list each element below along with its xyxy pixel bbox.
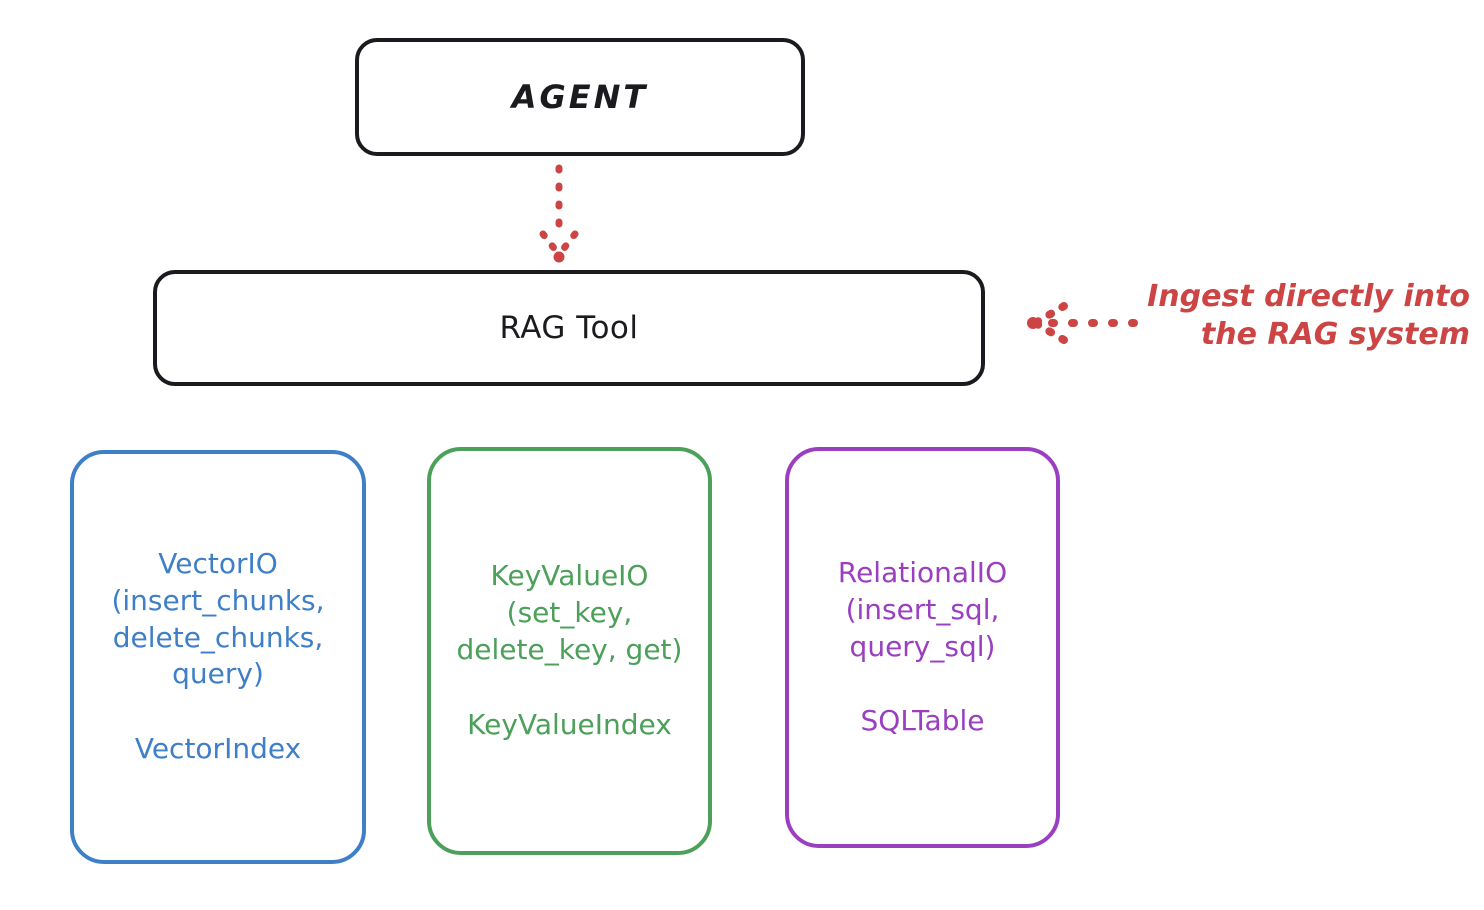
annotation-line-2: the RAG system <box>1200 317 1470 353</box>
annotation-ingest-note: Ingest directly into the RAG system <box>1140 278 1470 355</box>
dotted-arrow-down-icon <box>539 164 579 263</box>
node-relational-io-index: SQLTable <box>860 704 985 738</box>
node-rag-tool-label: RAG Tool <box>499 310 639 346</box>
node-key-value-io-signature-line-2: delete_key, get) <box>456 633 683 666</box>
node-key-value-io-index: KeyValueIndex <box>467 707 672 741</box>
node-vector-io-index: VectorIndex <box>134 732 302 766</box>
node-vector-io-title: VectorIO <box>158 546 278 580</box>
node-vector-io[interactable]: VectorIO (insert_chunks, delete_chunks, … <box>70 450 366 864</box>
node-vector-io-content: VectorIO (insert_chunks, delete_chunks, … <box>74 546 362 769</box>
node-relational-io-content: RelationalIO (insert_sql, query_sql) SQL… <box>789 555 1056 741</box>
annotation-arrow <box>1027 302 1138 344</box>
node-relational-io-signature-line-2: query_sql) <box>849 629 996 663</box>
node-key-value-io-title: KeyValueIO <box>490 559 649 593</box>
node-key-value-io-content: KeyValueIO (set_key, delete_key, get) Ke… <box>431 558 708 744</box>
node-vector-io-signature-line-2: delete_chunks, <box>112 620 324 654</box>
node-key-value-io-signature-line-1: (set_key, <box>506 596 633 630</box>
node-relational-io-signature-line-1: (insert_sql, <box>845 592 1000 626</box>
node-rag-tool[interactable]: RAG Tool <box>153 270 985 386</box>
node-vector-io-signature-line-3: query) <box>172 657 264 691</box>
node-vector-io-signature-line-1: (insert_chunks, <box>111 583 325 617</box>
connector-agent-to-rag-tool <box>539 164 579 263</box>
node-agent-label: AGENT <box>511 78 649 116</box>
node-key-value-io[interactable]: KeyValueIO (set_key, delete_key, get) Ke… <box>427 447 712 855</box>
node-relational-io-title: RelationalIO <box>837 555 1008 589</box>
node-agent[interactable]: AGENT <box>355 38 805 156</box>
annotation-line-1: Ingest directly into <box>1147 279 1470 314</box>
dotted-arrow-left-icon <box>1027 302 1138 344</box>
node-relational-io[interactable]: RelationalIO (insert_sql, query_sql) SQL… <box>785 447 1060 848</box>
